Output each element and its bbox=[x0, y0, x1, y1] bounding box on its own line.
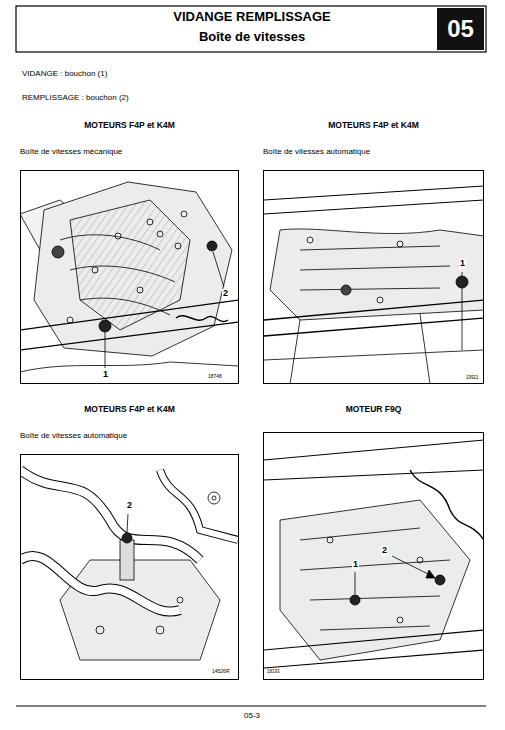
illustration-frame bbox=[20, 454, 239, 680]
callout-number: 1 bbox=[102, 370, 109, 380]
illustration-panel: MOTEURS F4P et K4M Boîte de vitesses méca… bbox=[20, 120, 239, 384]
illustration-panel: MOTEURS F4P et K4M Boîte de vitesses auto… bbox=[263, 120, 484, 384]
callout-number: 2 bbox=[126, 501, 133, 511]
panel-heading: MOTEURS F4P et K4M bbox=[263, 120, 484, 131]
section-badge: 05 bbox=[437, 8, 484, 50]
figure-number: 18193 bbox=[266, 670, 281, 675]
illustration-frame bbox=[263, 170, 484, 384]
illustration-panel: MOTEURS F4P et K4M Boîte de vitesses auto… bbox=[20, 404, 239, 680]
panel-subheading: Boîte de vitesses mécanique bbox=[20, 146, 239, 157]
figure-number: 14526R bbox=[211, 669, 231, 675]
callout-number: 1 bbox=[459, 259, 466, 269]
note: VIDANGE : bouchon (1) bbox=[22, 70, 107, 79]
illustration-panel: MOTEUR F9Q bbox=[263, 404, 484, 680]
page-title: VIDANGE REMPLISSAGE bbox=[173, 10, 330, 24]
page-subtitle: Boîte de vitesses bbox=[199, 30, 305, 44]
note: REMPLISSAGE : bouchon (2) bbox=[22, 94, 129, 103]
callout-number: 2 bbox=[381, 546, 388, 556]
illustration-frame bbox=[263, 432, 484, 680]
callout-number: 2 bbox=[222, 289, 229, 299]
panel-subheading: Boîte de vitesses automatique bbox=[20, 430, 239, 441]
panel-heading: MOTEURS F4P et K4M bbox=[20, 404, 239, 415]
section-number: 05 bbox=[437, 8, 484, 50]
figure-number: 19921 bbox=[465, 376, 480, 381]
illustration-frame bbox=[20, 170, 239, 384]
panel-heading: MOTEURS F4P et K4M bbox=[20, 120, 239, 131]
callout-number: 1 bbox=[352, 560, 359, 570]
figure-number: 18748 bbox=[207, 374, 223, 380]
page-number: 05-3 bbox=[244, 712, 260, 721]
panel-subheading: Boîte de vitesses automatique bbox=[263, 146, 484, 157]
panel-heading: MOTEUR F9Q bbox=[263, 404, 484, 415]
